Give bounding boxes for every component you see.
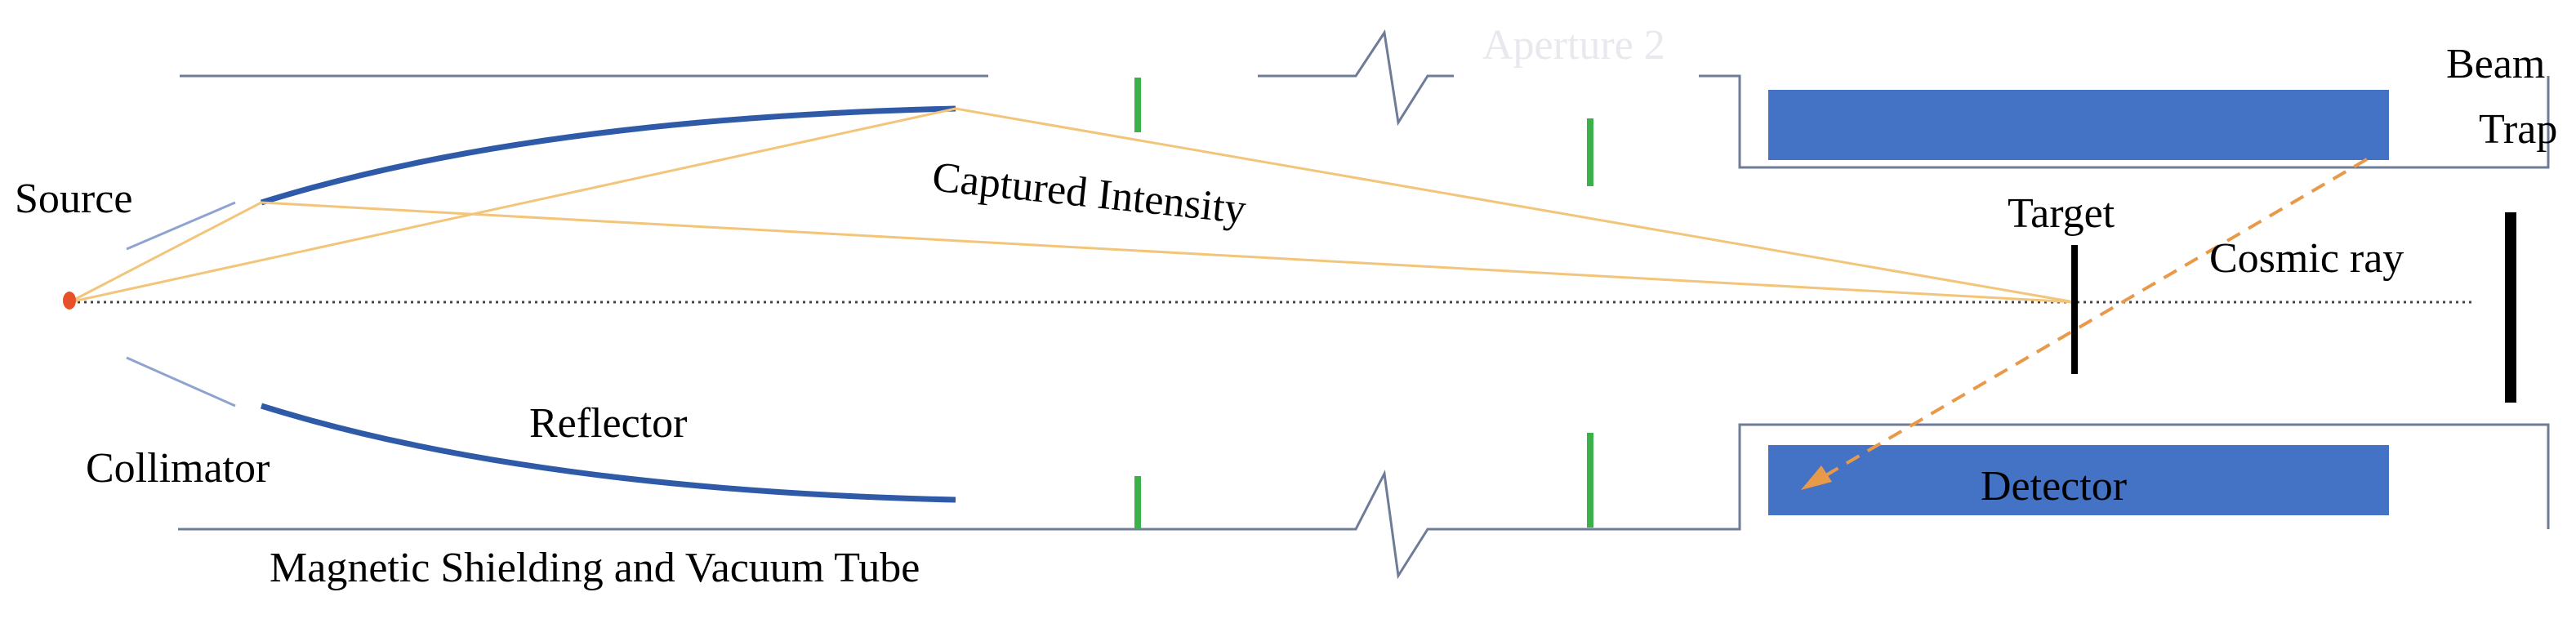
reflector [260,105,956,503]
label-source: Source [15,176,132,222]
tube-top-wall [180,29,2550,169]
cosmic-ray-path [1813,158,2369,483]
detector-block [1768,445,2389,515]
label-collimator: Collimator [86,445,270,492]
captured-rays [69,107,2075,304]
cosmic-ray-arrowhead [1801,465,1832,490]
label-target: Target [2008,190,2115,237]
label-detector: Detector [1981,463,2127,510]
tube-bottom-wall [178,423,2550,580]
upper-block [1768,90,2389,160]
source-point [63,292,76,310]
label-reflector: Reflector [529,400,687,447]
label-trap: Trap [2479,106,2557,153]
collimator [126,201,236,407]
label-captured-intensity: Captured Intensity [930,154,1248,233]
label-shielding: Magnetic Shielding and Vacuum Tube [270,545,920,591]
label-cosmic-ray: Cosmic ray [2209,235,2404,282]
label-beam: Beam [2446,41,2545,87]
label-aperture: Aperture 2 [1482,22,1665,69]
